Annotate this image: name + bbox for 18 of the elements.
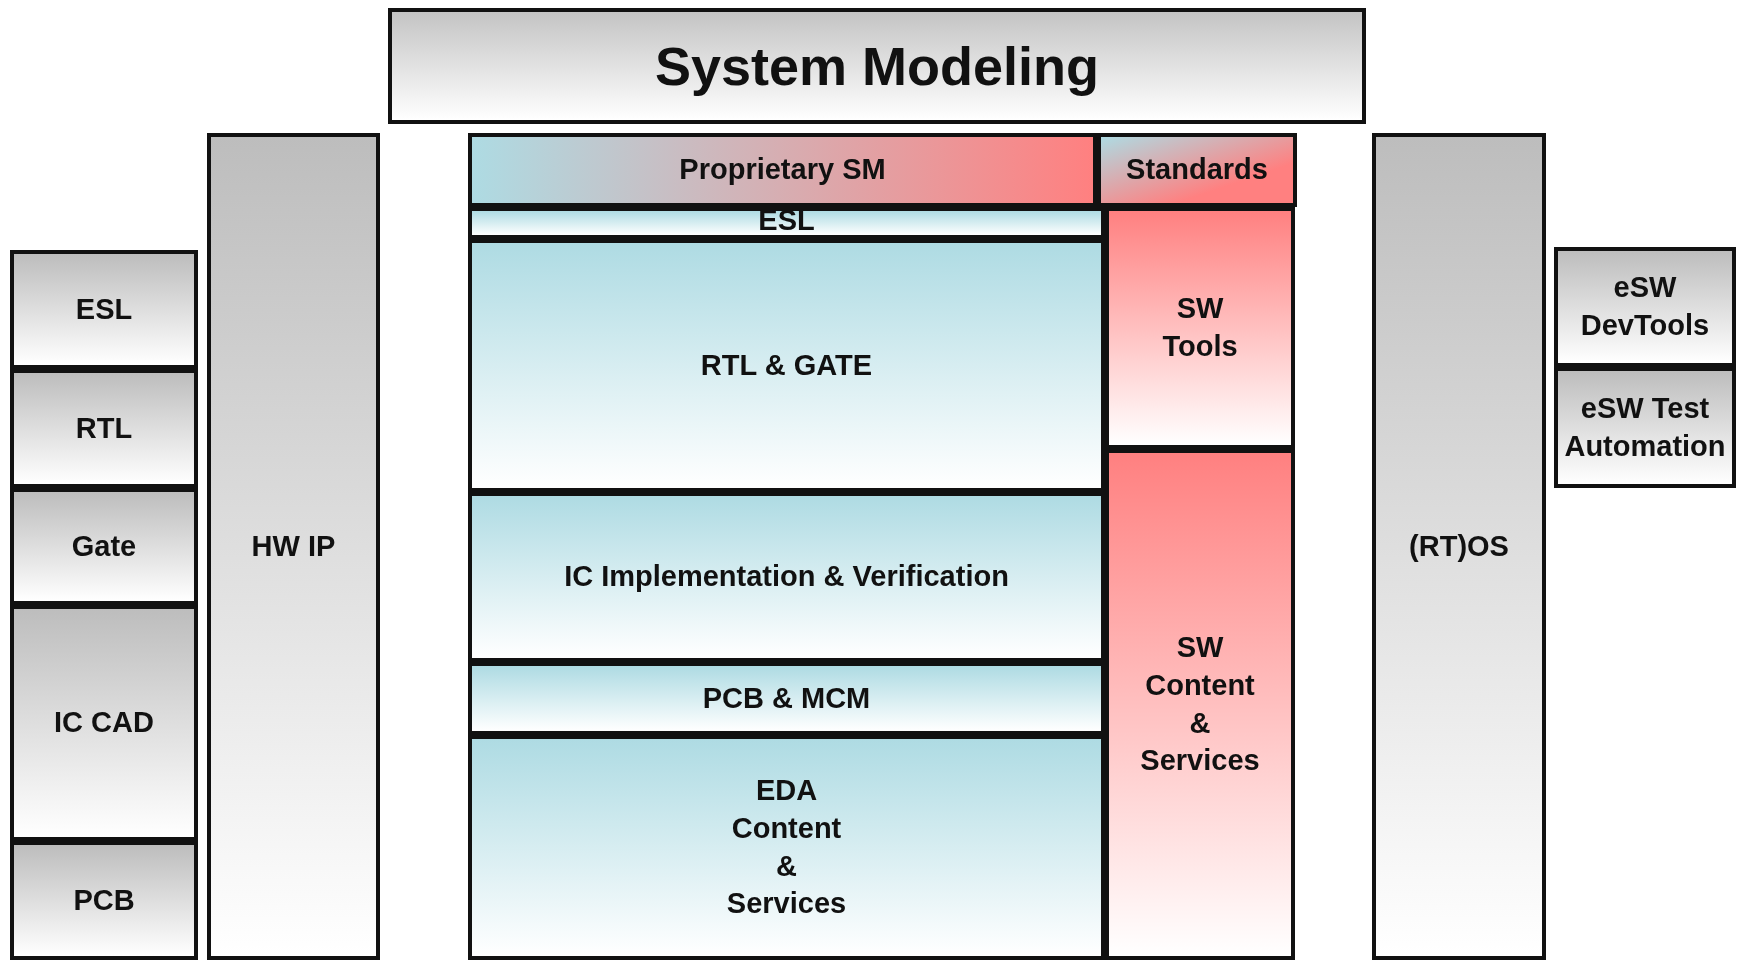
layer-block: RTL & GATE [468,239,1105,492]
layer-block: PCB & MCM [468,662,1105,735]
column-block: (RT)OS [1372,133,1546,960]
column-block: HW IP [207,133,380,960]
header-block: Standards [1097,133,1297,207]
category-block: eSW DevTools [1554,247,1736,367]
category-block: ESL [10,250,198,369]
layer-block: IC Implementation & Verification [468,492,1105,662]
category-block: RTL [10,369,198,488]
category-block: IC CAD [10,605,198,841]
layer-block: SW Content & Services [1105,449,1295,960]
category-block: PCB [10,841,198,960]
layer-block: SW Tools [1105,207,1295,449]
layer-block: EDA Content & Services [468,735,1105,960]
category-block: Gate [10,488,198,605]
category-block: eSW Test Automation [1554,367,1736,488]
title-banner: System Modeling [388,8,1366,124]
header-block: Proprietary SM [468,133,1097,207]
